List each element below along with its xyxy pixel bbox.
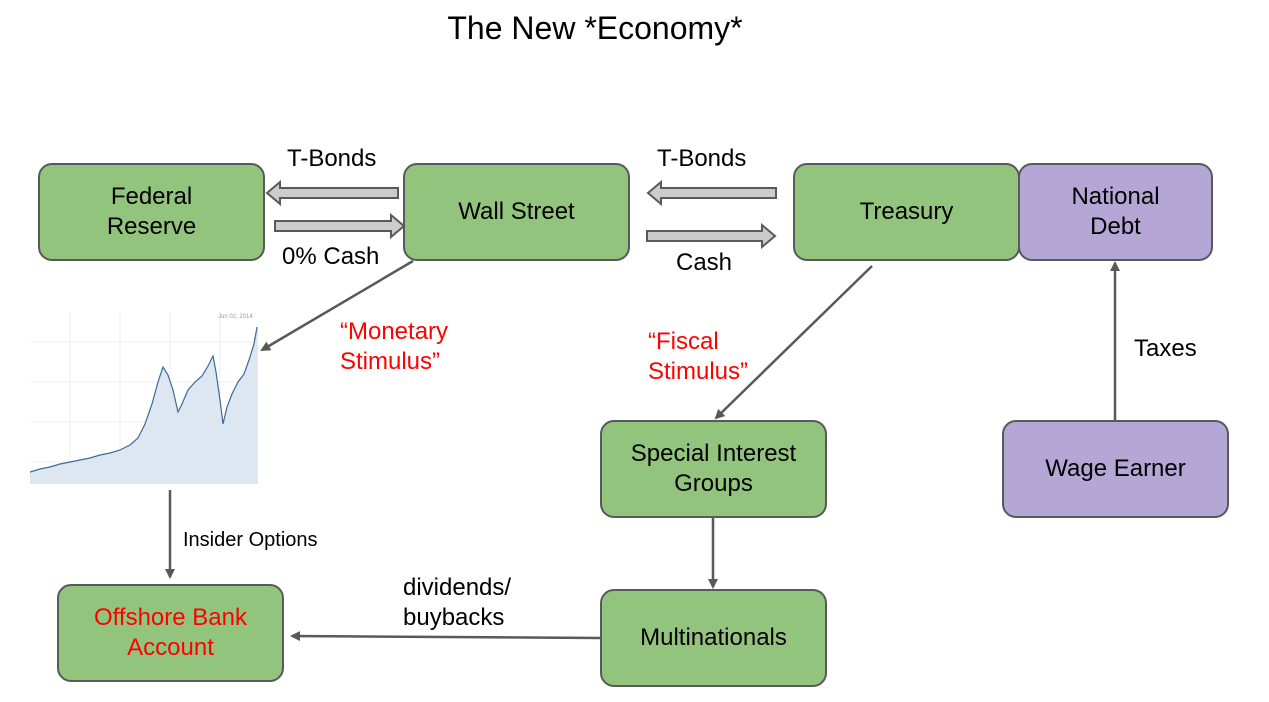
tbonds-left-label: T-Bonds bbox=[287, 145, 377, 172]
wage-earner-label: Wage Earner bbox=[1045, 455, 1186, 482]
stock-market-chart: Jun 02, 2014 bbox=[30, 312, 258, 484]
special-interest-groups-label: Special Interest Groups bbox=[630, 440, 797, 497]
offshore-bank-account-label: Offshore Bank Account bbox=[94, 604, 247, 661]
fiscal-stimulus-arrow bbox=[714, 265, 873, 420]
wall-street-label: Wall Street bbox=[458, 198, 575, 225]
taxes-label: Taxes bbox=[1134, 335, 1197, 362]
cash-to-wall-street-arrow bbox=[274, 212, 406, 240]
federal-reserve-label: Federal Reserve bbox=[106, 183, 197, 240]
chart-date-label: Jun 02, 2014 bbox=[218, 314, 253, 320]
insider-options-label: Insider Options bbox=[183, 529, 318, 551]
dividends-buybacks-label: dividends/ buybacks bbox=[403, 574, 512, 631]
tbonds-to-wall-street-arrow bbox=[646, 179, 777, 207]
multinationals-label: Multinationals bbox=[640, 624, 787, 651]
diagram-title: The New *Economy* bbox=[447, 10, 743, 46]
treasury-label: Treasury bbox=[859, 198, 954, 225]
offshore-bank-account-box: Offshore Bank Account bbox=[57, 584, 284, 682]
chart-line bbox=[30, 326, 258, 473]
monetary-stimulus-label: “Monetary Stimulus” bbox=[340, 318, 449, 375]
multinationals-box: Multinationals bbox=[600, 589, 827, 687]
cash-right-label: Cash bbox=[676, 249, 733, 276]
national-debt-label: National Debt bbox=[1071, 183, 1160, 240]
wage-earner-box: Wage Earner bbox=[1002, 420, 1229, 518]
treasury-box: Treasury bbox=[793, 163, 1020, 261]
fiscal-stimulus-label: “Fiscal Stimulus” bbox=[648, 328, 749, 385]
chart-area bbox=[30, 327, 258, 484]
tbonds-right-label: T-Bonds bbox=[657, 145, 747, 172]
zero-cash-label: 0% Cash bbox=[282, 243, 380, 270]
monetary-stimulus-arrow bbox=[260, 259, 414, 352]
federal-reserve-box: Federal Reserve bbox=[38, 163, 265, 261]
national-debt-box: National Debt bbox=[1018, 163, 1213, 261]
special-interest-groups-box: Special Interest Groups bbox=[600, 420, 827, 518]
cash-to-treasury-arrow bbox=[646, 222, 777, 250]
wall-street-box: Wall Street bbox=[403, 163, 630, 261]
dividends-buybacks-arrow bbox=[290, 631, 601, 642]
tbonds-to-fed-arrow bbox=[265, 179, 399, 207]
